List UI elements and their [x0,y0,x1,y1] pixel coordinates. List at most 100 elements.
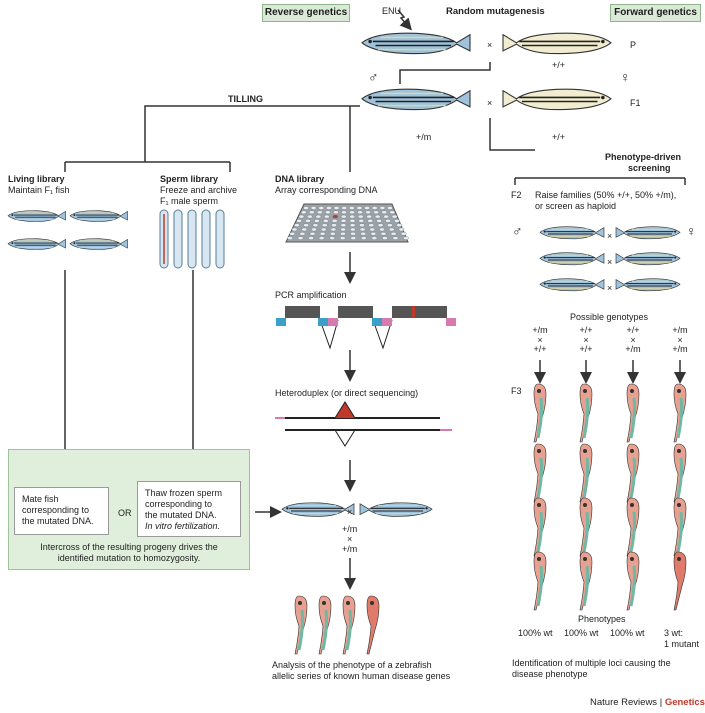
plate-well [321,223,328,227]
plate-well [340,219,347,223]
plate-well [356,206,363,210]
plate-well [294,223,300,227]
plate-well [357,210,363,215]
plate-well [350,236,357,240]
analysis-text1: Analysis of the phenotype of a zebrafish [272,660,432,670]
plate-well [358,219,365,223]
genotype-col: +/+×+/m [625,325,641,354]
plate-well [305,219,311,223]
plate-well [307,214,313,219]
intercross-text2: identified mutation to homozygosity. [57,553,201,563]
genotype-col: +/m×+/+ [532,325,548,354]
plate-well [376,219,382,223]
plate-well [317,210,323,215]
cross-mid-top: +/m [342,524,358,534]
plate-well [340,227,346,232]
identification-text1: Identification of multiple loci causing … [512,658,671,668]
plate-well [350,231,356,236]
plate-well [340,231,346,236]
genotype-col: +/+×+/+ [579,325,593,354]
p-label: P [630,40,637,50]
embryo-wt [578,496,594,558]
female-symbol: ♀ [620,69,631,85]
plate-well [300,210,307,215]
plate-well [349,214,356,219]
plate-well [320,227,327,232]
reverse-genetics-header: Reverse genetics [262,4,350,22]
embryo-wt [532,382,548,444]
plate-well [341,206,347,210]
plate-well [349,210,355,215]
plate-well [349,219,356,223]
plate-well [324,214,330,219]
wt-p-label: +/+ [552,60,566,70]
plate-well [374,214,381,219]
plate-well [319,231,326,236]
f2-label: F2 [511,190,522,200]
embryo-wt [672,442,688,504]
plate-well [318,206,325,210]
plate-well [371,236,378,240]
plate-well [330,231,336,236]
plate-well [357,214,364,219]
f2-desc2: or screen as haploid [535,201,617,211]
embryo-allelic [293,594,309,656]
embryo-wt [625,496,641,558]
plate-well [331,223,337,227]
plate-well [380,231,387,236]
embryo-mutant [673,551,687,611]
plate-well [370,231,377,236]
plate-well [349,223,356,227]
plate-well [326,206,332,210]
embryo-wt [532,496,548,558]
cross-p: × [487,40,493,50]
male-symbol: ♂ [368,69,379,85]
plate-well [367,219,374,223]
dna-library-title: DNA library [275,174,325,184]
phenotype-label: 100% wt [518,628,553,638]
forward-genetics-header: Forward genetics [610,4,701,22]
embryo-wt [625,442,641,504]
phenotype-label: 100% wt [610,628,645,638]
phenotype-extra: 1 mutant [664,639,700,649]
plate-well [365,210,371,215]
random-mutagenesis-label: Random mutagenesis [446,6,545,17]
sperm-library-desc1: Freeze and archive [160,185,238,195]
plate-well [359,227,366,232]
f2-cross: × [607,231,613,241]
embryo-wt [532,550,548,612]
plate-well [388,227,395,232]
f2-cross: × [607,283,613,293]
plate-well [359,223,365,227]
plate-well [299,231,306,236]
f3-label: F3 [511,386,522,396]
embryo-allelic [366,595,380,655]
plate-well [387,223,393,227]
embryo-allelic [317,594,333,656]
plate-well [387,206,393,210]
plate-well [400,231,407,236]
identification-text2: disease phenotype [512,669,588,679]
embryo-wt [625,550,641,612]
plate-well [333,206,340,210]
embryo-wt [578,382,594,444]
plate-well [383,214,389,219]
plate-well [301,227,308,232]
cross-f1: × [487,98,493,108]
plate-well [369,227,376,232]
dna-library-desc: Array corresponding DNA [275,185,378,195]
f2-cross: × [607,257,613,267]
cross-mid-symbol: × [347,507,353,517]
plate-well [366,214,372,219]
plate-well [303,206,309,210]
phenotypes-label: Phenotypes [578,614,626,624]
plate-well [341,210,347,215]
embryo-wt [532,442,548,504]
plate-well [329,236,335,240]
plate-well [385,219,391,223]
embryo-wt [672,496,688,558]
